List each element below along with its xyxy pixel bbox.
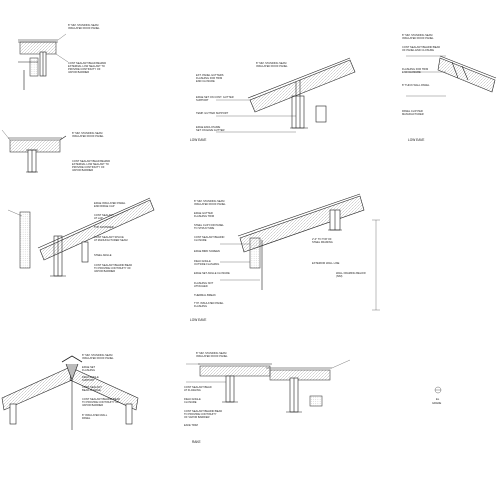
detail-eave-mid-left [1, 129, 67, 173]
note-d5-h: FLASHING NOT ATTACHED [194, 282, 214, 288]
detail-rake-bottom-center [186, 363, 272, 403]
note-d6-d: CONT SEALANT SPLICE AT MANUFACTURER SEAM [94, 236, 128, 242]
note-d4-e: PANEL CLIP PER MANUFACTURER [402, 110, 424, 116]
note-d4-d: 8" THICK WALL PANEL [402, 84, 430, 87]
note-d2-b: CONT SEALANT BEAD BEHIND EXTERNAL LOW SE… [72, 160, 111, 172]
note-d5-g: EDGE SET ANGLE CLOSURE [194, 272, 230, 275]
note-d4-b: CONT SEALANT BEHIND BEAD OF PANEL END CL… [402, 46, 441, 52]
detail-low-eave-right [406, 55, 497, 97]
note-d5-a: 8" SIM. STANDING SEAM INSULATED ROOF PAN… [194, 200, 226, 206]
note-d7-d: CONT SEALANT BEAD AT EDGE [82, 386, 102, 392]
note-d3-a: 8" SIM. STANDING SEAM INSULATED ROOF PAN… [256, 62, 288, 68]
detail-low-eave-mid [220, 193, 380, 311]
title-low-eave-right: LOW EAVE [408, 138, 425, 142]
detail-low-eave-center [216, 57, 356, 133]
note-d8-a: 8" SIM. STANDING SEAM INSULATED ROOF PAN… [196, 352, 228, 358]
note-d4-a: 8" SIM. STANDING SEAM INSULATED ROOF PAN… [402, 34, 434, 40]
note-d5-b: EDGE GUTTER FLASHING TRIM [194, 212, 214, 218]
title-rake: RAKE [192, 440, 201, 444]
note-marker-b: GRADE [432, 402, 442, 405]
note-d6-c: TOP FASTENER [94, 226, 114, 229]
note-d1-b: CONT SEALANT BEAD BEHIND EXTERNAL LOW SE… [68, 62, 107, 74]
detail-eave-bottom-right [266, 359, 351, 413]
note-d6-a: EDGE INSULATED PANEL END RIDGE CAP [94, 202, 126, 208]
note-d5-f: FIELD ANGLE OUTSIDE FLASHING [194, 260, 220, 266]
note-d5-e: EDGE BIRD SCREEN [194, 250, 220, 253]
note-d5-i: THERMAL BREAK [194, 294, 216, 297]
note-d7-c: FIELD ANGLE SUPPORT [82, 376, 99, 382]
note-d3-c: EDGE SET ON CONT. GUTTER SUPPORT [196, 96, 234, 102]
note-d5-c: STEEL CLIP FOR PANEL TO STRUCTURE [194, 224, 224, 230]
note-d3-e: EDGE ENCLOSURE SET ON EAVE GUTTER [196, 126, 225, 132]
detail-eave-left-middle [7, 197, 155, 277]
note-d3-b: EXT. PANEL GUTTERS FLASHING FOR TRIM END… [196, 74, 224, 83]
note-d3-d: TEMP. GUTTER SUPPORT [196, 112, 229, 115]
note-d8-b: CONT SEALANT BEAD AT FLASHING [184, 386, 212, 392]
note-dim-b: EXTERIOR WALL LINE [312, 262, 340, 265]
note-d7-a: 8" SIM. STANDING SEAM INSULATED ROOF PAN… [82, 354, 114, 360]
note-d5-j: TYP. INSULATED PANEL FLASHING [194, 302, 224, 308]
note-d5-d: CONT SEALANT BEHIND CLOSURE [194, 236, 225, 242]
note-d7-b: EDGE SET FLASHING [82, 366, 96, 372]
title-low-eave-mid: LOW EAVE [190, 318, 207, 322]
detail-eave-top-left [18, 33, 69, 90]
title-low-eave-center: LOW EAVE [190, 138, 207, 142]
note-d7-f: 8" INSULATED WALL PANEL [82, 414, 108, 420]
note-d4-c: FLASHING FOR TRIM END CLOSURE [402, 68, 429, 74]
note-dim-a: 2'-0" TO TOP OF STEEL FRAMING [312, 238, 333, 244]
note-d1-a: 8" SIM. STANDING SEAM INSULATED ROOF PAN… [68, 24, 100, 30]
note-d2-a: 8" SIM. STANDING SEAM INSULATED ROOF PAN… [72, 132, 104, 138]
note-d6-b: CONT SEALANT AT LAP [94, 214, 114, 220]
note-d8-e: EAVE TRIM [184, 424, 198, 427]
note-d6-e: STEEL ANGLE [94, 254, 112, 257]
note-d6-f: CONT SEALANT BEHIND BEAD TO PROVIDE CONT… [94, 264, 133, 273]
dimension-markers [434, 386, 442, 394]
detail-ridge-bottom-left [1, 355, 139, 430]
note-d8-c: FIELD ANGLE CLOSURE [184, 398, 201, 404]
note-d7-e: CONT SEALANT BEHIND BEAD TO PROVIDE CONT… [82, 398, 121, 407]
note-d8-d: CONT SEALANT BEHIND BEAD TO PROVIDE CONT… [184, 410, 223, 419]
note-marker-a: EL [436, 398, 440, 401]
note-dim-c: WALL FRAMING BELOW (SIM) [336, 272, 366, 278]
